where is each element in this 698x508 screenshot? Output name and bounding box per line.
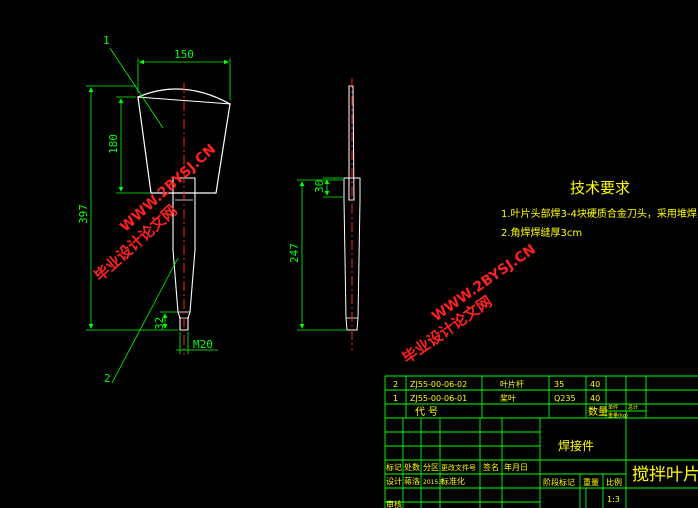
bom-header-single: 单件 — [608, 404, 618, 411]
bom-header-weight: 重量(kg) — [608, 412, 628, 419]
technical-requirements: 技术要求 1.叶片头部焊3-4块硬质合金刀头，采用堆焊; 2.角焊焊缝厚3cm — [501, 179, 698, 239]
watermark-2: 毕业设计论文网 WWW.2BYSJ.CN — [399, 241, 539, 367]
tb-scale: 比例 — [606, 477, 622, 487]
callout-2: 2 — [104, 372, 111, 385]
dim-30: 30 — [313, 180, 326, 193]
tech-req-line-1: 1.叶片头部焊3-4块硬质合金刀头，采用堆焊; — [501, 207, 698, 220]
bom-row-1-material: Q235 — [554, 394, 576, 403]
side-view: 30 247 — [288, 78, 361, 350]
bom-row-2-name: 叶片杆 — [500, 379, 524, 389]
tb-scale-value: 1:3 — [607, 495, 620, 504]
part-name: 搅拌叶片 — [632, 465, 698, 485]
dim-180: 180 — [107, 134, 120, 154]
tb-stage-mark: 阶段标记 — [543, 477, 575, 487]
front-view: 150 180 397 32 M20 1 2 — [77, 34, 232, 385]
bom-row-1-qty: 40 — [590, 394, 600, 403]
title-block — [385, 418, 698, 508]
blade-outline — [137, 88, 231, 194]
bom-header-total: 总计 — [628, 404, 638, 411]
bom-header-code: 代 号 — [415, 406, 438, 418]
tb-design-date: 2015.5 — [423, 479, 444, 486]
tech-req-title: 技术要求 — [570, 179, 630, 197]
bom-row-1-no: 1 — [393, 394, 398, 403]
tb-count: 处数 — [404, 462, 420, 472]
dim-397: 397 — [77, 204, 90, 224]
tb-zone: 分区 — [423, 463, 439, 472]
dim-m20: M20 — [193, 338, 213, 351]
stem-outline — [172, 177, 196, 331]
tb-change-doc: 更改文件号 — [441, 463, 476, 472]
bom-header-qty: 数量 — [588, 405, 608, 418]
tb-date: 年月日 — [504, 462, 528, 472]
bom-row-1-code: ZJ55-00-06-01 — [410, 394, 467, 403]
tb-standardize: 标准化 — [441, 476, 465, 486]
tb-designer: 蒋洛 — [404, 476, 420, 486]
dim-150: 150 — [174, 48, 194, 61]
tb-sign: 签名 — [483, 462, 499, 472]
bom-table — [384, 375, 698, 508]
assembly-name: 焊接件 — [558, 438, 594, 453]
bom-row-1-name: 桨叶 — [500, 393, 516, 403]
tb-review: 审核 — [386, 499, 402, 508]
tech-req-line-2: 2.角焊焊缝厚3cm — [501, 226, 582, 239]
bom-row-2-material: 35 — [554, 380, 564, 389]
blade-top-line — [136, 96, 232, 105]
bom-row-2-code: ZJ55-00-06-02 — [410, 380, 467, 389]
tb-design: 设计 — [386, 476, 402, 486]
callout-1: 1 — [103, 34, 110, 47]
side-stem — [343, 177, 361, 331]
tb-weight: 重量 — [583, 477, 599, 487]
bom-row-2-no: 2 — [393, 380, 398, 389]
dim-247: 247 — [288, 243, 301, 263]
watermark-1: 毕业设计论文网 WWW.2BYSJ.CN — [91, 141, 220, 285]
tb-mark: 标记 — [386, 462, 402, 472]
bom-row-2-qty: 40 — [590, 380, 600, 389]
dim-32: 32 — [153, 317, 166, 330]
